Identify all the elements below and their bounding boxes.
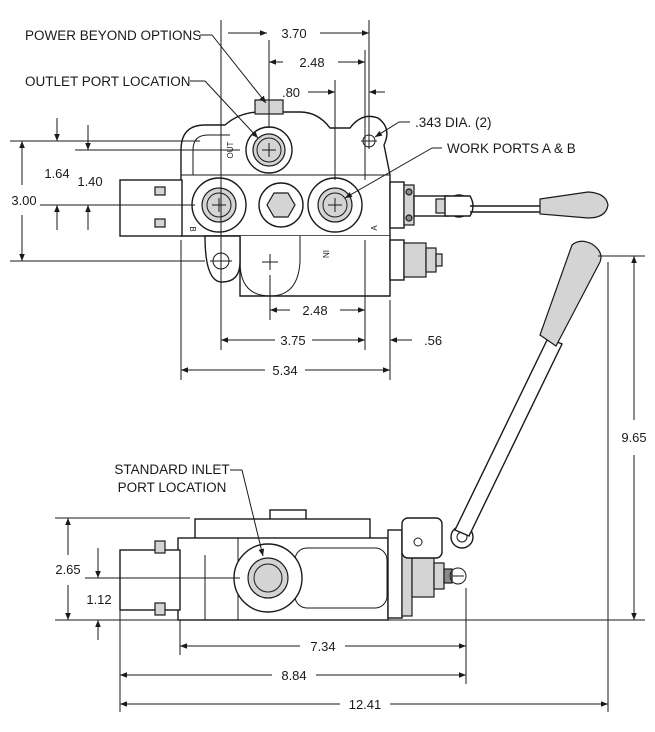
dim-12-41: 12.41: [349, 697, 382, 712]
side-view: [119, 240, 602, 621]
dim-1-12: 1.12: [86, 592, 111, 607]
dim-0-56: .56: [424, 333, 442, 348]
dim-2-65: 2.65: [55, 562, 80, 577]
side-view-dimensions: 9.65 2.65 1.12 7.34 8.84 12.41: [55, 255, 647, 712]
callout-outlet-port: OUTLET PORT LOCATION: [25, 74, 191, 89]
top-view-callouts: POWER BEYOND OPTIONS OUTLET PORT LOCATIO…: [25, 28, 576, 199]
callout-power-beyond: POWER BEYOND OPTIONS: [25, 28, 201, 43]
center-plug: [266, 192, 296, 218]
callout-mount-holes: .343 DIA. (2): [415, 115, 492, 130]
callout-inlet-line1: STANDARD INLET: [114, 462, 229, 477]
side-handle-lever: [454, 337, 563, 537]
spool-housing: [389, 181, 405, 229]
port-mark-b: B: [188, 226, 197, 231]
side-end-cap: [119, 549, 181, 611]
handle-grip-top[interactable]: [539, 191, 609, 219]
dim-2-48-top: 2.48: [299, 55, 324, 70]
side-relief-valve: [411, 554, 435, 598]
dim-1-40: 1.40: [77, 174, 102, 189]
inlet-housing: [239, 236, 391, 297]
end-cap-left: [119, 179, 183, 237]
dim-0-80: .80: [282, 85, 300, 100]
dim-1-64: 1.64: [44, 166, 69, 181]
side-handle-bracket: [401, 517, 443, 559]
side-top-rail: [194, 518, 371, 540]
dim-9-65: 9.65: [621, 430, 646, 445]
port-mark-in: IN: [321, 250, 330, 258]
callout-inlet-line2: PORT LOCATION: [118, 480, 227, 495]
dim-7-34: 7.34: [310, 639, 335, 654]
dim-8-84: 8.84: [281, 668, 306, 683]
side-view-callouts: STANDARD INLET PORT LOCATION: [114, 462, 265, 557]
relief-valve: [389, 239, 405, 281]
dim-3-75: 3.75: [280, 333, 305, 348]
dim-5-34: 5.34: [272, 363, 297, 378]
top-view: OUT IN A B: [119, 99, 609, 297]
mount-ear-left: [204, 235, 241, 283]
handle-grip-side[interactable]: [539, 240, 602, 347]
port-mark-a: A: [370, 225, 379, 231]
dim-2-48-bottom: 2.48: [302, 303, 327, 318]
callout-work-ports: WORK PORTS A & B: [447, 141, 576, 156]
top-view-dimensions: 3.70 2.48 .80 3.00 1.64 1.40: [10, 20, 442, 380]
dim-3-00: 3.00: [11, 193, 36, 208]
dim-3-70: 3.70: [281, 26, 306, 41]
